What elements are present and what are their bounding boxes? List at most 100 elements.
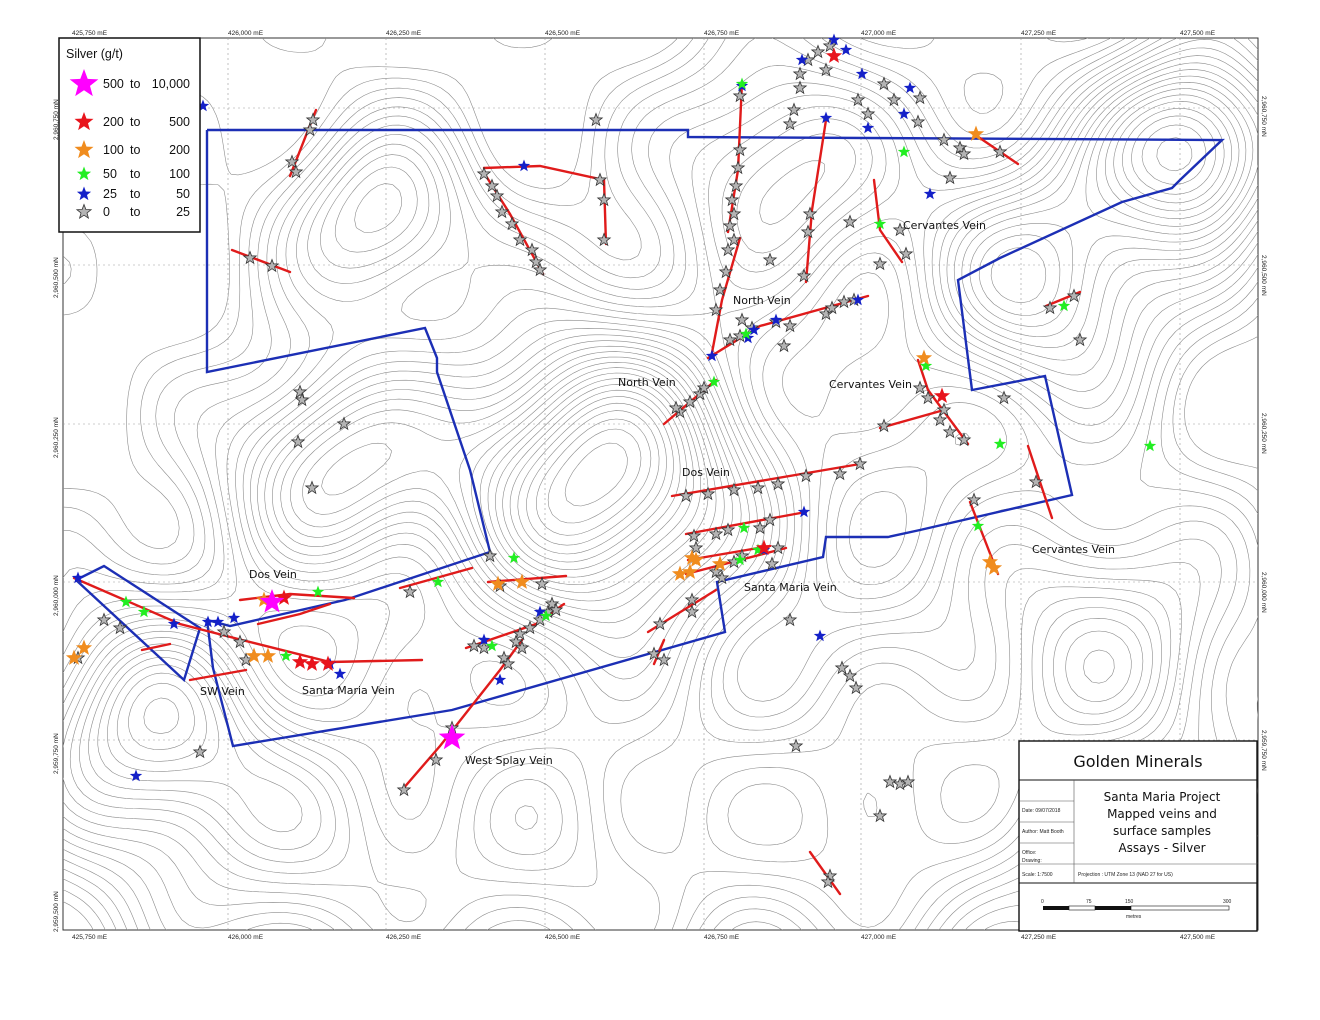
claim-boundary-main (205, 128, 1225, 748)
sample-star (485, 639, 499, 652)
legend-box (58, 37, 201, 233)
legend-to-word: to (130, 115, 140, 129)
sample-star (96, 612, 112, 627)
sample-star (504, 216, 520, 231)
sample-star (985, 559, 1003, 575)
sample-star (936, 132, 952, 147)
sample-star (732, 88, 748, 103)
sample-star (290, 434, 306, 449)
map-title-line-4: Assays - Silver (1118, 841, 1205, 855)
sample-star (534, 576, 550, 591)
sample-star (512, 626, 528, 641)
sample-star (942, 170, 958, 185)
easting-label: 427,500 mE (1180, 30, 1216, 37)
office-field: Office: (1022, 850, 1036, 856)
sample-star (708, 302, 724, 317)
surface-samples (65, 33, 1157, 889)
vein-label-north-1: North Vein (733, 294, 791, 307)
sample-star (882, 774, 898, 789)
sample-star (396, 782, 412, 797)
sample-star (336, 416, 352, 431)
easting-label: 427,000 mE (861, 30, 897, 37)
legend-title: Silver (g/t) (66, 47, 123, 61)
easting-labels-bottom: 425,750 mE 426,000 mE 426,250 mE 426,500… (72, 934, 1216, 941)
sample-star (476, 166, 492, 181)
sample-star (920, 390, 936, 405)
vein-label-cervantes-1: Cervantes Vein (903, 219, 986, 232)
sample-star (279, 649, 293, 662)
sample-star (792, 80, 808, 95)
sample-star (494, 204, 510, 219)
sample-star (782, 612, 798, 627)
vein-label-cervantes-3: Cervantes Vein (1032, 543, 1115, 556)
vein-trace (188, 668, 248, 682)
sample-star (825, 47, 843, 63)
sample-star (211, 615, 225, 628)
sample-star (762, 512, 778, 527)
sample-star (514, 640, 530, 655)
sample-star (792, 66, 808, 81)
sample-star (903, 81, 917, 94)
northing-label: 2,960,750 mN (1260, 96, 1267, 137)
northing-label: 2,960,250 mN (53, 417, 60, 458)
sample-star (712, 282, 728, 297)
sample-star (496, 650, 512, 665)
legend-to: 10,000 (152, 77, 190, 91)
vein-label-santamaria-2: Santa Maria Vein (302, 684, 395, 697)
vein-label-santamaria-1: Santa Maria Vein (744, 581, 837, 594)
sample-star (722, 332, 738, 347)
sample-star (119, 595, 133, 608)
sample-star (751, 543, 765, 556)
sample-star (1143, 439, 1157, 452)
northing-label: 2,960,750 mN (53, 99, 60, 140)
easting-label: 427,000 mE (861, 934, 897, 941)
scale-field: Scale: 1:7500 (1022, 872, 1053, 878)
sample-star (872, 256, 888, 271)
sample-star (201, 615, 215, 628)
sample-star (75, 639, 93, 655)
sample-star (292, 384, 308, 399)
sample-star (259, 589, 285, 613)
vein-label-dos-1: Dos Vein (682, 466, 730, 479)
sample-star (820, 874, 836, 889)
legend-to: 100 (169, 167, 190, 181)
sample-star (700, 486, 716, 501)
sample-star (65, 649, 83, 665)
sample-star (942, 424, 958, 439)
sample-star (822, 868, 838, 883)
sample-star (724, 192, 740, 207)
sample-star (245, 647, 263, 663)
sample-star (839, 43, 853, 56)
sample-star (319, 655, 337, 671)
sample-star (819, 111, 833, 124)
scale-tick-300: 300 (1223, 899, 1232, 905)
map-title-line-3: surface samples (1113, 824, 1211, 838)
sample-star (860, 106, 876, 121)
sample-star (305, 112, 321, 127)
legend-to: 200 (169, 143, 190, 157)
northing-labels-left: 2,960,750 mN 2,960,500 mN 2,960,250 mN 2… (53, 99, 60, 932)
sample-star (897, 145, 911, 158)
sample-star (996, 390, 1012, 405)
northing-label: 2,960,000 mN (53, 575, 60, 616)
legend-star (74, 140, 94, 159)
sample-star (517, 159, 531, 172)
scale-unit: metres (1126, 914, 1142, 920)
legend-from: 0 (103, 205, 110, 219)
sample-star (592, 172, 608, 187)
legend-star (76, 186, 92, 201)
date-field: Date: 09/07/2018 (1022, 808, 1061, 814)
sample-star (993, 437, 1007, 450)
sample-star (683, 549, 701, 565)
legend-from: 25 (103, 187, 117, 201)
sample-star (656, 652, 672, 667)
sample-star (482, 548, 498, 563)
sample-star (818, 62, 834, 77)
northing-label: 2,960,250 mN (1260, 413, 1267, 454)
sample-star (755, 539, 773, 555)
sample-star (431, 575, 445, 588)
legend-to: 500 (169, 115, 190, 129)
sample-star (813, 629, 827, 642)
vein-trace (872, 178, 904, 264)
northing-label: 2,959,750 mN (1260, 730, 1267, 771)
